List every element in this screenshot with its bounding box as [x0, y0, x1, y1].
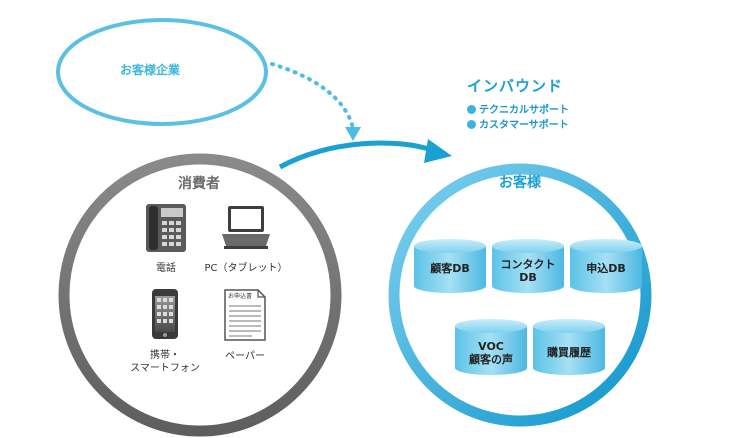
database-cylinder: [492, 239, 564, 293]
customer-ring: [388, 163, 652, 427]
db-label-customer: 顧客DB: [430, 262, 470, 275]
connection-arrow-head: [424, 139, 452, 163]
database-cylinder: [533, 319, 605, 375]
device-label-phone: 電話: [156, 263, 176, 274]
db-label-application: 申込DB: [586, 262, 626, 275]
consumer-ring: [58, 153, 342, 437]
laptop-icon: [222, 206, 270, 249]
dotted-arrow-head: [345, 127, 361, 141]
consumer-title: 消費者: [178, 176, 220, 192]
inbound-item-technical: テクニカルサポート: [467, 101, 569, 116]
paper-form-title: お申込書: [228, 293, 253, 300]
inbound-title: インバウンド: [467, 77, 564, 95]
bullet-dot-icon: [467, 120, 476, 129]
db-label-voc: VOC 顧客の声: [469, 340, 513, 367]
customer-title: お客様: [499, 175, 541, 191]
db-label-contact: コンタクト DB: [500, 258, 556, 285]
inbound-item-label: カスタマーサポート: [479, 120, 569, 131]
bullet-dot-icon: [467, 105, 476, 114]
database-cylinder: [570, 239, 642, 293]
db-label-purchase-history: 購買履歴: [547, 346, 591, 359]
database-cylinder: [414, 239, 486, 293]
inbound-item-label: テクニカルサポート: [479, 105, 569, 116]
device-label-paper: ペーパー: [225, 351, 265, 362]
device-label-mobile: 携帯・ スマートフォン: [130, 350, 200, 374]
company-ellipse: [56, 18, 268, 126]
connection-arrow: [278, 140, 433, 170]
dotted-arrow: [270, 62, 355, 130]
paper-form-icon: [224, 289, 266, 341]
desk-phone-icon: [146, 204, 186, 252]
smartphone-icon: [152, 289, 178, 339]
database-cylinder: [455, 319, 527, 375]
company-label: お客様企業: [120, 63, 181, 77]
inbound-item-customer: カスタマーサポート: [467, 116, 569, 131]
device-label-pc: PC（タブレット）: [204, 263, 288, 274]
